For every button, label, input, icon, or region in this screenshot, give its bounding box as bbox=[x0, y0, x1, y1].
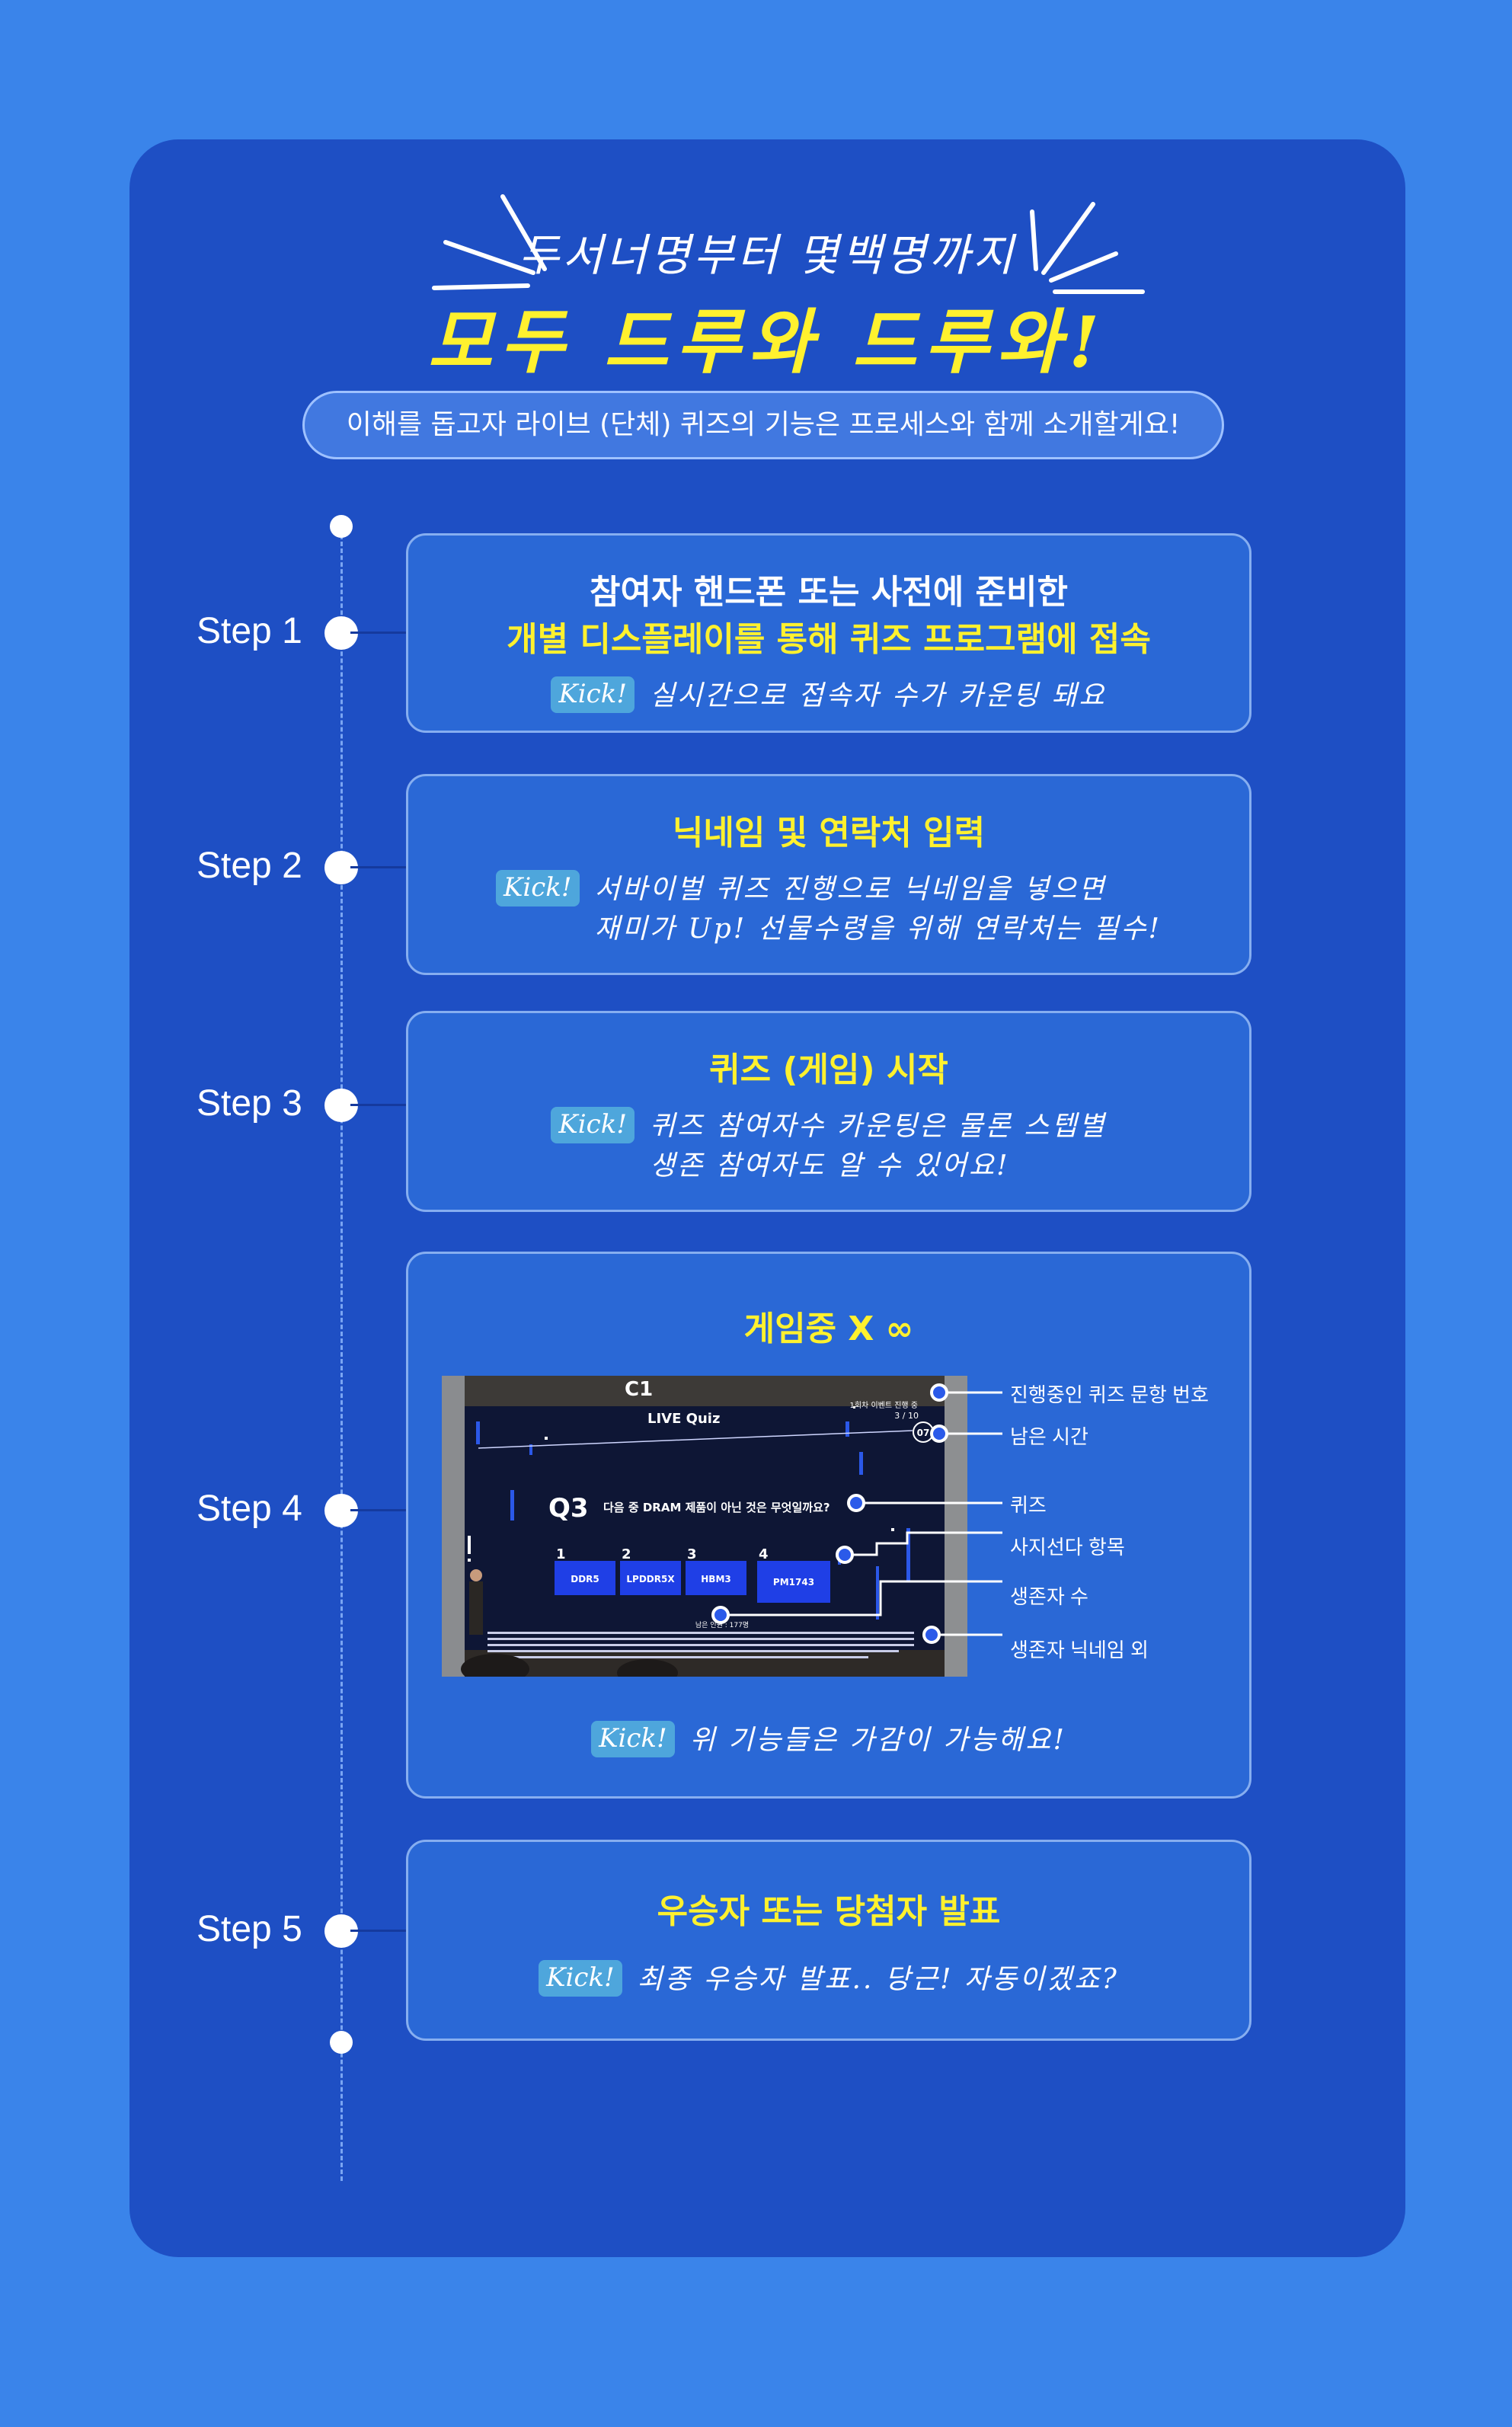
hero-title: 모두 드루와 드루와! bbox=[427, 301, 1108, 383]
kick-line: 실시간으로 접속자 수가 카운팅 돼요 bbox=[650, 680, 1107, 711]
step-3-connector bbox=[350, 1104, 411, 1106]
option-2-num: 2 bbox=[622, 1546, 631, 1562]
timeline-end-dot bbox=[330, 2031, 353, 2054]
step-1-card: 참여자 핸드폰 또는 사전에 준비한 개별 디스플레이를 통해 퀴즈 프로그램에… bbox=[406, 533, 1251, 733]
option-1-num: 1 bbox=[556, 1546, 566, 1562]
step-1-title-yellow: 개별 디스플레이를 통해 퀴즈 프로그램에 접속 bbox=[507, 620, 1151, 659]
kick-badge: Kick! bbox=[591, 1721, 675, 1757]
step-4-card: 게임중 X ∞ bbox=[406, 1252, 1251, 1799]
step-4-kick: Kick! 위 기능들은 가감이 가능해요! bbox=[408, 1721, 1249, 1760]
step-3-label: Step 3 bbox=[197, 1083, 302, 1124]
callout-lines bbox=[711, 1383, 1002, 1644]
step-4-label: Step 4 bbox=[197, 1488, 302, 1529]
main-panel: 두서너명부터 몇백명까지 모두 드루와 드루와! 이해를 돕고자 라이브 (단체… bbox=[129, 139, 1405, 2257]
step-1-connector bbox=[350, 632, 411, 634]
kick-line: 최종 우승자 발표.. 당근! 자동이겠죠? bbox=[637, 1964, 1119, 1995]
step-3-card: 퀴즈 (게임) 시작 Kick! 퀴즈 참여자수 카운팅은 물론 스텝별 생존 … bbox=[406, 1011, 1251, 1212]
option-4-label: PM1743 bbox=[773, 1577, 814, 1588]
screen-event: 1회차 이벤트 진행 중 bbox=[850, 1401, 919, 1410]
kick-text: 위 기능들은 가감이 가능해요! bbox=[690, 1721, 1066, 1760]
step-5-title-yellow: 우승자 또는 당첨자 발표 bbox=[657, 1892, 1001, 1931]
callout-survivor-count: 생존자 수 bbox=[1010, 1585, 1088, 1608]
kick-line: 서바이벌 퀴즈 진행으로 닉네임을 넣으면 bbox=[594, 874, 1107, 905]
kick-badge: Kick! bbox=[495, 870, 580, 907]
screen-timer: 07 bbox=[917, 1428, 930, 1438]
step-2-title-yellow: 닉네임 및 연락처 입력 bbox=[672, 814, 986, 852]
kick-text: 최종 우승자 발표.. 당근! 자동이겠죠? bbox=[638, 1960, 1119, 2000]
step-1-kick: Kick! 실시간으로 접속자 수가 카운팅 돼요 bbox=[408, 676, 1249, 716]
kick-badge: Kick! bbox=[551, 676, 635, 713]
callout-dot bbox=[922, 1626, 941, 1644]
option-3-label: HBM3 bbox=[701, 1574, 730, 1584]
screen-header: LIVE Quiz bbox=[647, 1411, 720, 1427]
option-4-box bbox=[757, 1561, 830, 1603]
step-4-title-yellow: 게임중 X ∞ bbox=[743, 1309, 914, 1348]
callout-dot bbox=[930, 1383, 948, 1402]
step-3-kick: Kick! 퀴즈 참여자수 카운팅은 물론 스텝별 생존 참여자도 알 수 있어… bbox=[408, 1107, 1249, 1186]
option-2-label: LPDDR5X bbox=[626, 1574, 675, 1584]
live-quiz-screenshot: C1 LIVE Quiz 1회차 이벤트 진행 중 3 / 10 07 Q3 다… bbox=[442, 1376, 967, 1677]
screen-guide-line bbox=[478, 1430, 913, 1449]
presenter-head bbox=[470, 1569, 482, 1581]
screen-survivors: 남은 인원 : 177명 bbox=[695, 1621, 749, 1629]
callout-remaining-time: 남은 시간 bbox=[1010, 1425, 1088, 1448]
callout-options: 사지선다 항목 bbox=[1010, 1536, 1125, 1559]
screen-progress: 3 / 10 bbox=[894, 1411, 919, 1421]
callout-dot bbox=[847, 1494, 865, 1512]
step-2-label: Step 2 bbox=[197, 846, 302, 886]
screen-qnum: Q3 bbox=[548, 1493, 589, 1524]
hero-subtitle: 두서너명부터 몇백명까지 bbox=[518, 229, 1017, 281]
kick-line: 생존 참여자도 알 수 있어요! bbox=[650, 1150, 1010, 1182]
option-3-num: 3 bbox=[687, 1546, 697, 1562]
callout-quiz: 퀴즈 bbox=[1010, 1494, 1047, 1517]
timeline-line bbox=[340, 528, 343, 2181]
kick-line: 퀴즈 참여자수 카운팅은 물론 스텝별 bbox=[650, 1111, 1107, 1142]
callout-dot bbox=[711, 1606, 730, 1624]
option-4-num: 4 bbox=[759, 1546, 769, 1562]
presenter-figure bbox=[469, 1581, 483, 1635]
screen-sign: C1 bbox=[625, 1378, 653, 1401]
option-2-box bbox=[620, 1561, 681, 1595]
audience-head bbox=[617, 1659, 678, 1677]
callout-question-number: 진행중인 퀴즈 문항 번호 bbox=[1010, 1383, 1209, 1406]
option-1-box bbox=[555, 1561, 615, 1595]
sparkle-left-icon bbox=[432, 194, 547, 290]
step-5-connector bbox=[350, 1930, 411, 1932]
intro-pill: 이해를 돕고자 라이브 (단체) 퀴즈의 기능은 프로세스와 함께 소개할게요! bbox=[302, 391, 1224, 459]
step-5-kick: Kick! 최종 우승자 발표.. 당근! 자동이겠죠? bbox=[408, 1960, 1249, 2000]
callout-dot bbox=[930, 1425, 948, 1443]
kick-line: 위 기능들은 가감이 가능해요! bbox=[689, 1725, 1066, 1756]
kick-text: 실시간으로 접속자 수가 카운팅 돼요 bbox=[650, 676, 1107, 716]
live-quiz-screen: C1 LIVE Quiz 1회차 이벤트 진행 중 3 / 10 07 Q3 다… bbox=[442, 1376, 967, 1677]
step-3-title-yellow: 퀴즈 (게임) 시작 bbox=[709, 1050, 948, 1089]
step-5-card: 우승자 또는 당첨자 발표 Kick! 최종 우승자 발표.. 당근! 자동이겠… bbox=[406, 1840, 1251, 2041]
step-1-title-white: 참여자 핸드폰 또는 사전에 준비한 bbox=[590, 573, 1068, 612]
step-4-connector bbox=[350, 1509, 411, 1511]
kick-text: 서바이벌 퀴즈 진행으로 닉네임을 넣으면 재미가 Up! 선물수령을 위해 연… bbox=[595, 870, 1162, 949]
kick-line: 재미가 Up! 선물수령을 위해 연락처는 필수! bbox=[594, 913, 1162, 945]
step-5-label: Step 5 bbox=[197, 1909, 302, 1949]
audience-head bbox=[461, 1654, 529, 1677]
kick-badge: Kick! bbox=[551, 1107, 635, 1143]
kick-text: 퀴즈 참여자수 카운팅은 물론 스텝별 생존 참여자도 알 수 있어요! bbox=[650, 1107, 1107, 1186]
sparkle-right-icon bbox=[1030, 202, 1145, 294]
step-2-kick: Kick! 서바이벌 퀴즈 진행으로 닉네임을 넣으면 재미가 Up! 선물수령… bbox=[408, 870, 1249, 949]
timeline-start-dot bbox=[330, 515, 353, 538]
screen-question: 다음 중 DRAM 제품이 아닌 것은 무엇일까요? bbox=[603, 1501, 830, 1514]
option-3-box bbox=[686, 1561, 746, 1595]
hero-section: 두서너명부터 몇백명까지 모두 드루와 드루와! 이해를 돕고자 라이브 (단체… bbox=[129, 139, 1405, 490]
step-1-label: Step 1 bbox=[197, 611, 302, 651]
callout-survivor-nicknames: 생존자 닉네임 외 bbox=[1010, 1639, 1149, 1661]
callout-dot bbox=[836, 1546, 854, 1564]
kick-badge: Kick! bbox=[539, 1960, 622, 1997]
step-2-card: 닉네임 및 연락처 입력 Kick! 서바이벌 퀴즈 진행으로 닉네임을 넣으면… bbox=[406, 774, 1251, 975]
step-2-connector bbox=[350, 866, 411, 868]
option-1-label: DDR5 bbox=[571, 1574, 599, 1584]
